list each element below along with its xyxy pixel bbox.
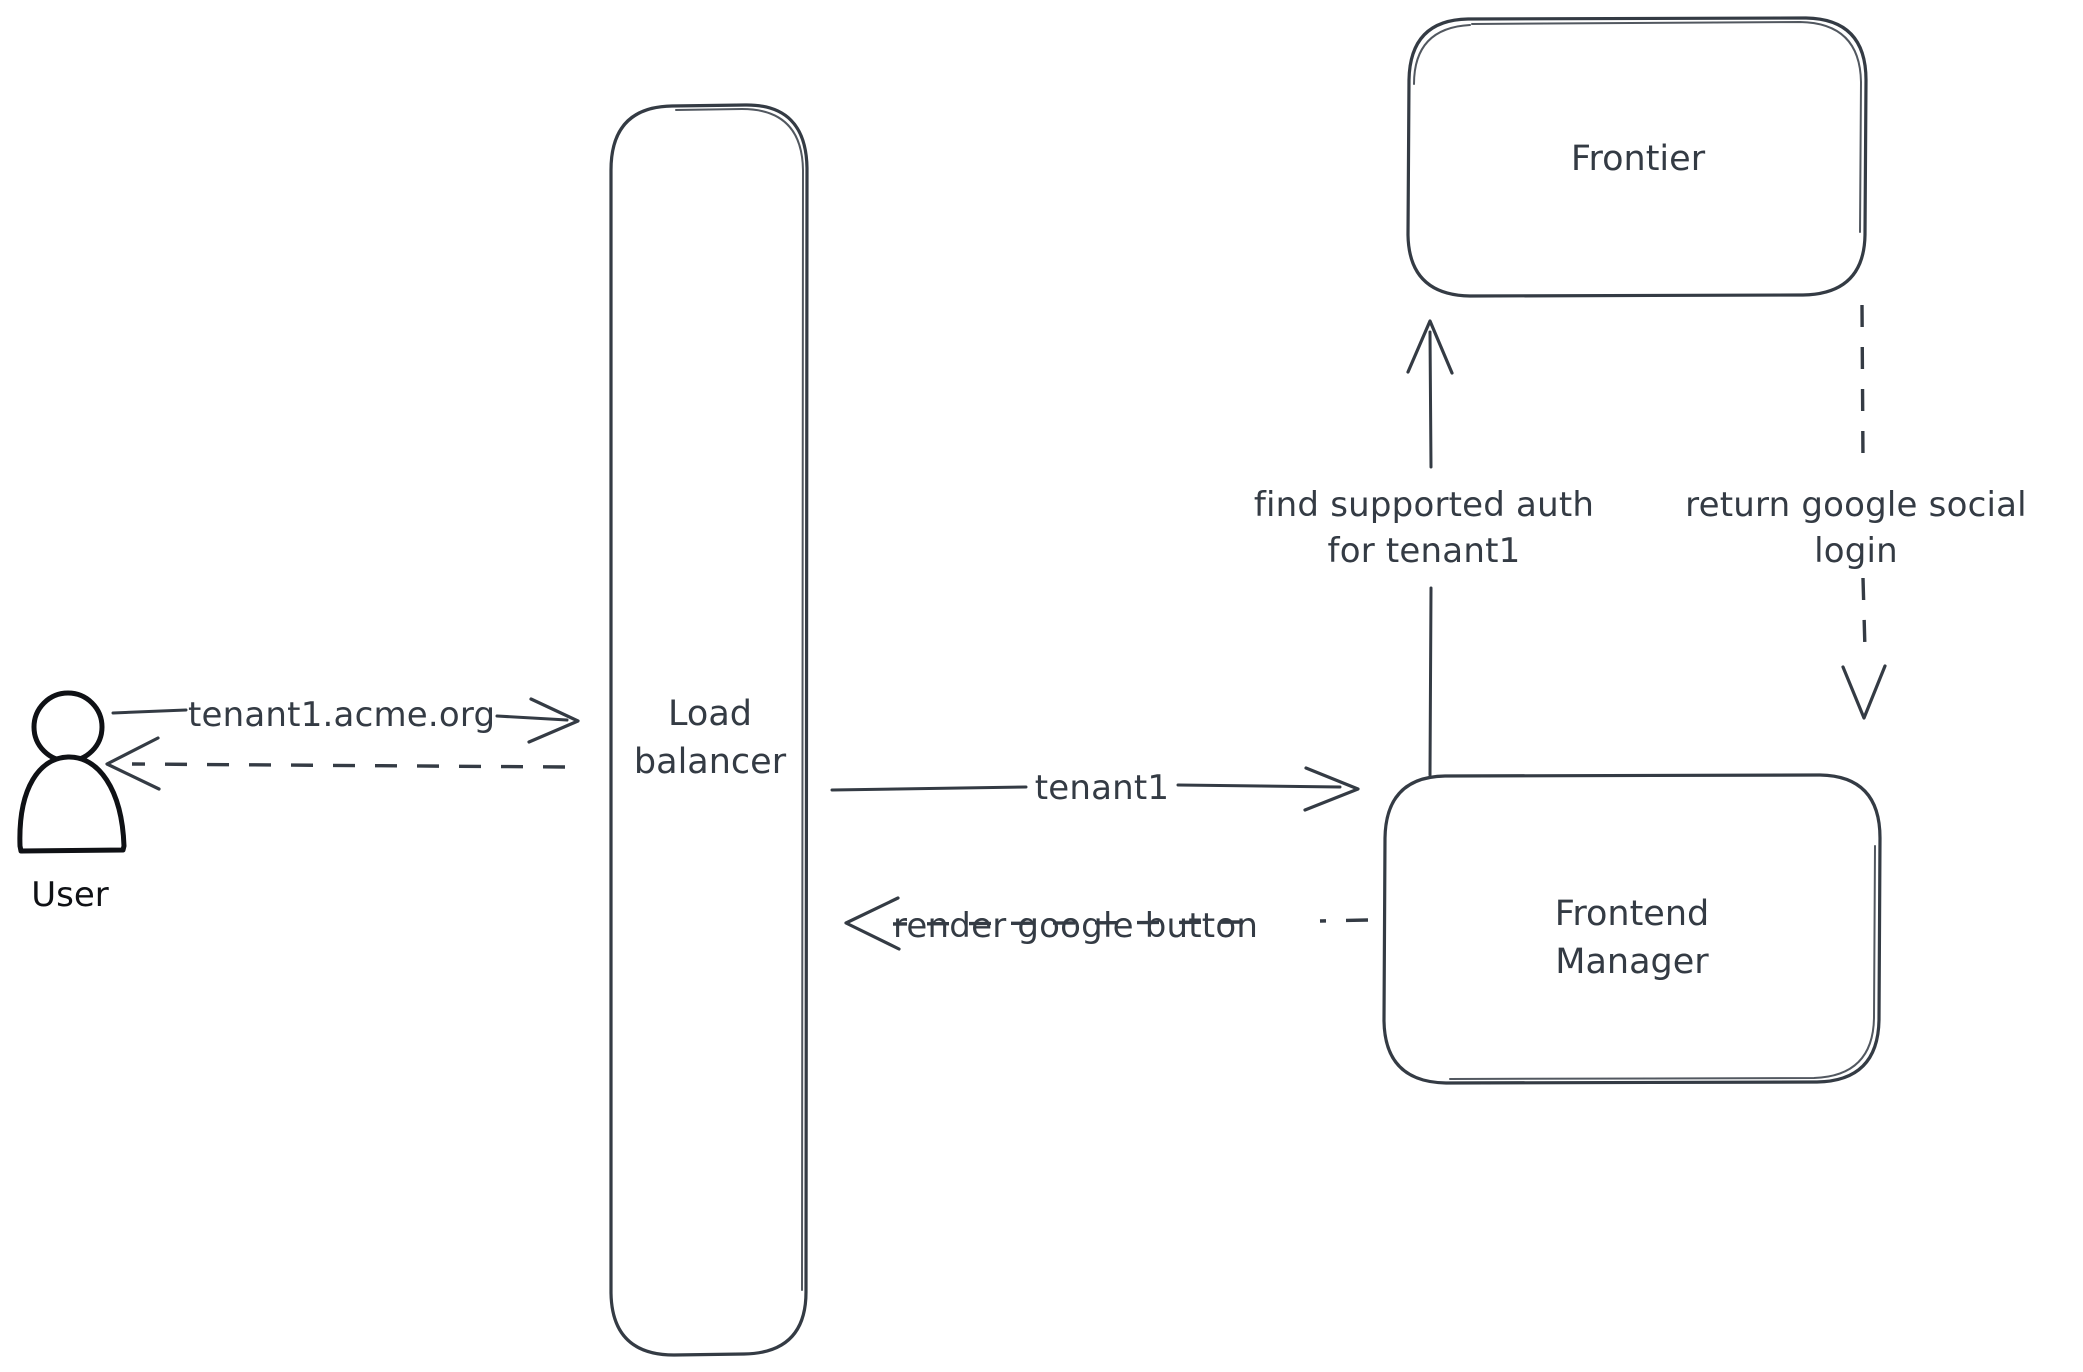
actor-user[interactable]: User	[17, 690, 127, 915]
edge-user-to-lb-arrowhead	[527, 697, 580, 744]
edge-frontier-to-fm-line-upper	[1860, 304, 1865, 463]
edge-fm-to-frontier-line-upper	[1428, 330, 1433, 469]
frontier-shape	[1406, 16, 1868, 298]
frontier-label: Frontier	[1571, 139, 1706, 179]
edge-frontend-manager-to-load-balancer[interactable]: render google button	[844, 896, 1369, 951]
edge-user-to-lb-line-left	[111, 708, 188, 715]
edge-load-balancer-to-user[interactable]	[105, 736, 566, 791]
edge-lb-to-fm-label: tenant1	[1035, 768, 1170, 808]
edge-fm-to-lb-line-mid	[892, 920, 1244, 926]
edge-fm-to-frontier-label-line2: for tenant1	[1328, 531, 1521, 571]
edge-user-to-load-balancer[interactable]: tenant1.acme.org	[111, 695, 580, 744]
frontend-manager-label-line2: Manager	[1555, 942, 1709, 982]
frontier-shape-sketch	[1471, 21, 1862, 233]
edge-frontier-to-frontend-manager[interactable]: return google social login	[1685, 304, 2027, 720]
edge-fm-to-frontier-line-lower	[1428, 586, 1433, 777]
edge-fm-to-lb-line-right	[1319, 918, 1369, 923]
edge-lb-to-fm-line-right	[1176, 783, 1342, 789]
node-load-balancer[interactable]: Load balancer	[609, 103, 809, 1357]
load-balancer-shape-sketch	[675, 108, 804, 1291]
edge-lb-to-user-arrowhead	[105, 736, 161, 791]
user-body-icon	[17, 754, 127, 854]
edge-frontier-to-fm-arrowhead	[1841, 664, 1887, 720]
frontend-manager-shape-sketch	[1449, 845, 1876, 1080]
load-balancer-label-line2: balancer	[634, 742, 787, 782]
edge-user-to-lb-label: tenant1.acme.org	[188, 695, 495, 735]
edge-frontier-to-fm-line-lower	[1861, 577, 1867, 651]
edge-frontend-manager-to-frontier[interactable]: find supported auth for tenant1	[1254, 319, 1594, 777]
frontend-manager-shape	[1382, 773, 1882, 1085]
frontend-manager-label-line1: Frontend	[1555, 894, 1709, 934]
frontier-shape-sketch2	[1413, 24, 1471, 85]
edge-fm-to-lb-label: render google button	[893, 906, 1258, 946]
edge-frontier-to-fm-label-line2: login	[1814, 531, 1898, 571]
edge-user-to-lb-line-right	[495, 714, 569, 722]
edge-frontier-to-fm-label-line1: return google social	[1685, 485, 2027, 525]
user-label: User	[31, 875, 109, 915]
edge-load-balancer-to-frontend-manager[interactable]: tenant1	[830, 766, 1360, 812]
edge-fm-to-lb-arrowhead	[844, 896, 901, 951]
load-balancer-shape	[609, 103, 809, 1357]
edge-lb-to-fm-line-left	[830, 785, 1028, 792]
edge-lb-to-fm-arrowhead	[1303, 766, 1360, 812]
node-frontier[interactable]: Frontier	[1406, 16, 1868, 298]
node-frontend-manager[interactable]: Frontend Manager	[1382, 773, 1882, 1085]
user-head-icon	[31, 690, 105, 764]
load-balancer-label-line1: Load	[668, 694, 752, 734]
edge-fm-to-frontier-arrowhead	[1406, 319, 1454, 375]
edge-fm-to-frontier-label-line1: find supported auth	[1254, 485, 1594, 525]
edge-lb-to-user-line	[131, 762, 566, 769]
